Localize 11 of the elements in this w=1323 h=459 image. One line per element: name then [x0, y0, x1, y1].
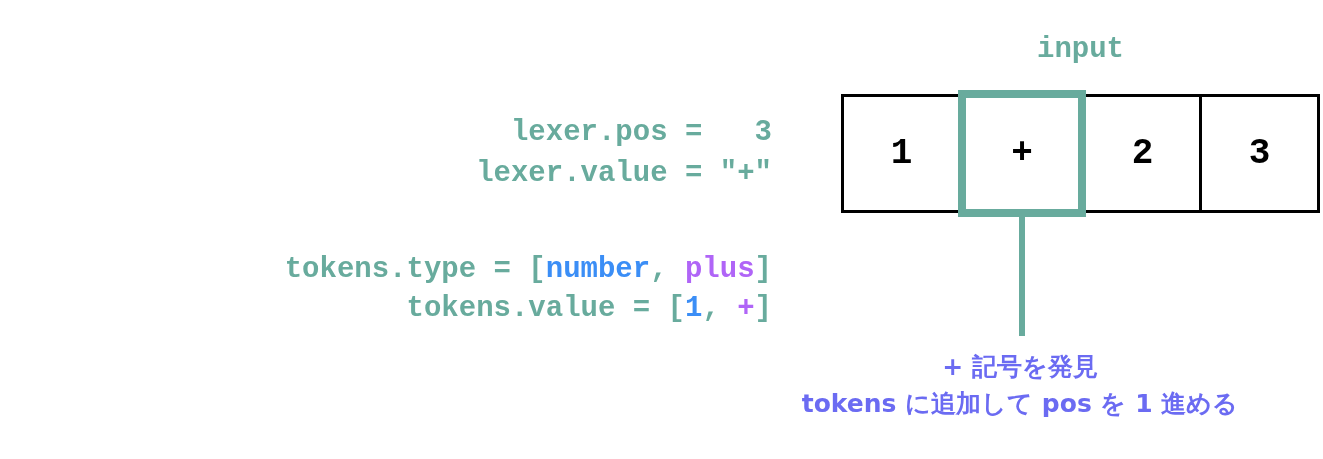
- code-line: tokens.type = [number, plus]: [284, 253, 772, 287]
- code-line: lexer.value = "+": [476, 157, 772, 191]
- annotation-text: + 記号を発見: [942, 351, 1098, 383]
- annotation-text: tokens に追加して pos を 1 進める: [801, 388, 1239, 420]
- code-line: lexer.pos = 3: [510, 116, 772, 150]
- highlighted-cell: +: [958, 90, 1086, 217]
- array-cell: 2: [1086, 97, 1202, 210]
- leader-line: [1019, 217, 1025, 336]
- code-line: tokens.value = [1, +]: [406, 292, 772, 326]
- array-cell: 3: [1202, 97, 1317, 210]
- array-label: input: [1037, 33, 1124, 67]
